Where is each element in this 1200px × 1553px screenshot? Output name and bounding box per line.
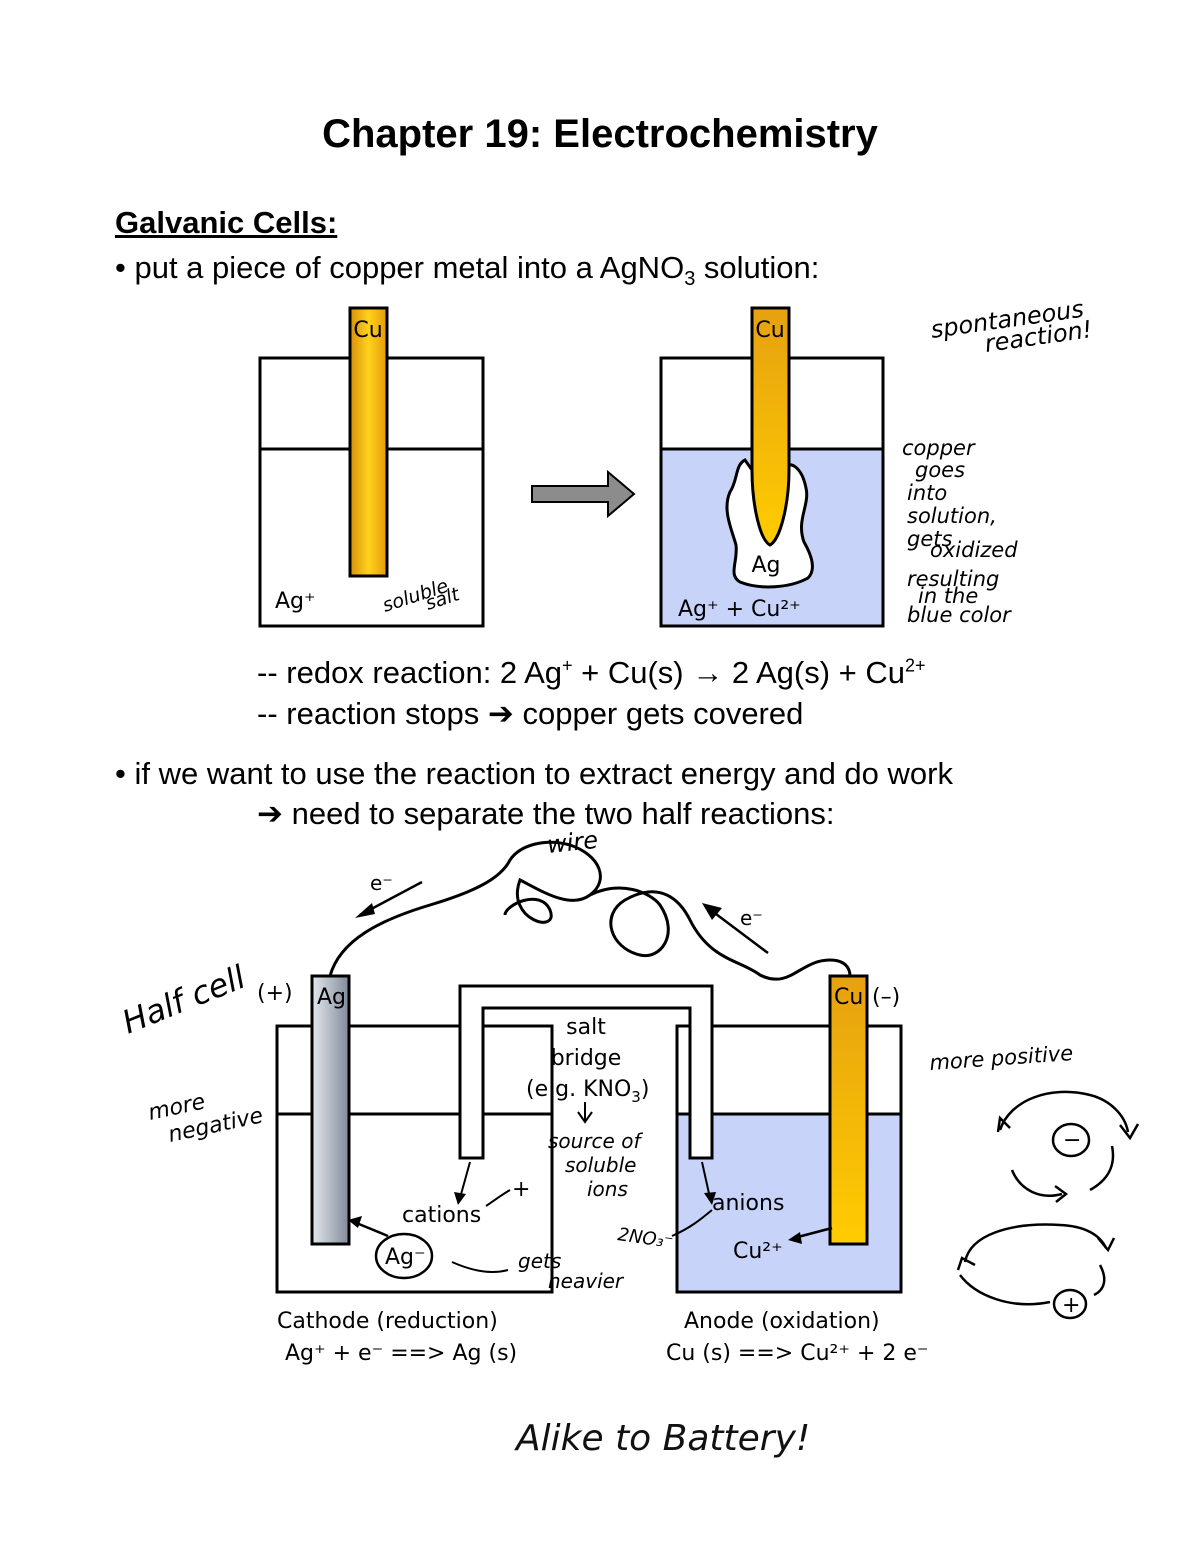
cu-label-left: Cu — [353, 318, 382, 343]
separate-half-reactions-line: ➔ need to separate the two half reaction… — [257, 796, 835, 831]
half-cell-note: Half cell — [117, 958, 251, 1042]
svg-text:resulting: resulting — [907, 567, 999, 591]
bridge-label: bridge — [551, 1046, 622, 1071]
more-positive-note: more positive — [929, 1041, 1074, 1075]
salt-bridge — [458, 984, 714, 1160]
right-beaker: Cu Ag Ag⁺ + Cu²⁺ — [659, 306, 885, 628]
svg-text:copper: copper — [902, 436, 976, 460]
electron-arrow-right-icon — [702, 903, 722, 920]
page-title: Chapter 19: Electrochemistry — [322, 112, 878, 156]
wire-label: wire — [546, 826, 600, 859]
plus-label: + — [512, 1177, 530, 1202]
copper-note: copper goes into solution, gets oxidized… — [902, 436, 1018, 627]
no3-label: 2NO₃⁻ — [616, 1224, 674, 1253]
svg-text:into: into — [907, 481, 947, 505]
copper-electrode-right — [750, 306, 791, 547]
section-heading: Galvanic Cells: — [115, 205, 338, 240]
cu-label-right: Cu — [755, 318, 784, 343]
svg-text:solution,: solution, — [907, 504, 997, 528]
minus-symbol: − — [1063, 1128, 1081, 1153]
soluble-label: soluble — [565, 1153, 636, 1177]
bullet-extract-energy: • if we want to use the reaction to extr… — [115, 756, 953, 791]
bullet-copper-in-silver-nitrate: • put a piece of copper metal into a AgN… — [115, 250, 820, 291]
plus-symbol: + — [1062, 1293, 1080, 1318]
arrow-icon: ➔ — [487, 696, 514, 731]
electron-arrow-left-icon — [355, 903, 375, 918]
silver-electrode — [310, 974, 351, 1246]
ag-deposit-arrow-icon — [348, 1216, 362, 1228]
svg-text:in the: in the — [918, 584, 978, 608]
ag-electrode-label: Ag — [317, 985, 346, 1010]
reaction-arrow-icon — [531, 469, 636, 519]
anode-title: Anode (oxidation) — [684, 1309, 880, 1334]
svg-text:goes: goes — [915, 458, 965, 482]
arrow-icon: ➔ — [257, 796, 283, 831]
svg-text:oxidized: oxidized — [930, 538, 1018, 562]
left-beaker: Cu Ag⁺ soluble salt — [258, 306, 485, 628]
electron-flow-doodle — [956, 1090, 1140, 1320]
electron-label-left: e⁻ — [370, 871, 393, 895]
cu-ion-arrow-icon — [788, 1232, 802, 1244]
cations-label: cations — [402, 1203, 481, 1228]
ag-deposit-label: Ag — [751, 553, 780, 578]
svg-text:gets: gets — [907, 527, 952, 551]
copper-electrode-left — [348, 306, 389, 578]
reaction-stops-line: -- reaction stops ➔ copper gets covered — [257, 696, 804, 731]
salt-label: salt — [566, 1015, 606, 1040]
electron-label-right: e⁻ — [740, 906, 763, 930]
svg-text:blue color: blue color — [907, 603, 1012, 627]
anode-beaker — [675, 1024, 903, 1294]
footer-note: Alike to Battery! — [516, 1418, 811, 1459]
kno3-label: (e.g. KNO3) — [526, 1077, 649, 1106]
redox-reaction-line: -- redox reaction: 2 Ag+ + Cu(s) → 2 Ag(… — [257, 655, 926, 690]
ag-ion-circle — [374, 1232, 434, 1280]
wire — [328, 840, 852, 981]
gets-label: gets — [518, 1249, 561, 1273]
heavier-label: heavier — [548, 1269, 625, 1293]
ions-label-right: Ag⁺ + Cu²⁺ — [678, 597, 801, 622]
negative-sign: (–) — [872, 985, 900, 1010]
positive-sign: (+) — [257, 981, 293, 1006]
galvanic-cell-diagram: wire e⁻ e⁻ (+) Ag Cu (–) salt bridge (e.… — [117, 826, 1140, 1366]
copper-electrode — [828, 974, 869, 1246]
cathode-equation: Ag⁺ + e⁻ ==> Ag (s) — [285, 1341, 517, 1366]
top-beakers-diagram: Cu Ag⁺ soluble salt Cu Ag Ag⁺ + Cu²⁺ spo… — [258, 295, 1094, 628]
cu-electrode-label: Cu — [834, 985, 863, 1010]
cathode-title: Cathode (reduction) — [277, 1309, 498, 1334]
anions-label: anions — [712, 1191, 784, 1216]
cu-ion-label: Cu²⁺ — [733, 1239, 783, 1264]
anode-equation: Cu (s) ==> Cu²⁺ + 2 e⁻ — [666, 1341, 929, 1366]
cation-arrow-icon — [454, 1192, 466, 1205]
source-of-label: source of — [548, 1129, 643, 1153]
ag-ion-label-left: Ag⁺ — [275, 589, 316, 614]
ions-label: ions — [587, 1177, 628, 1201]
anion-arrow-icon — [704, 1192, 716, 1205]
ag-ion-label: Ag⁻ — [385, 1245, 426, 1270]
